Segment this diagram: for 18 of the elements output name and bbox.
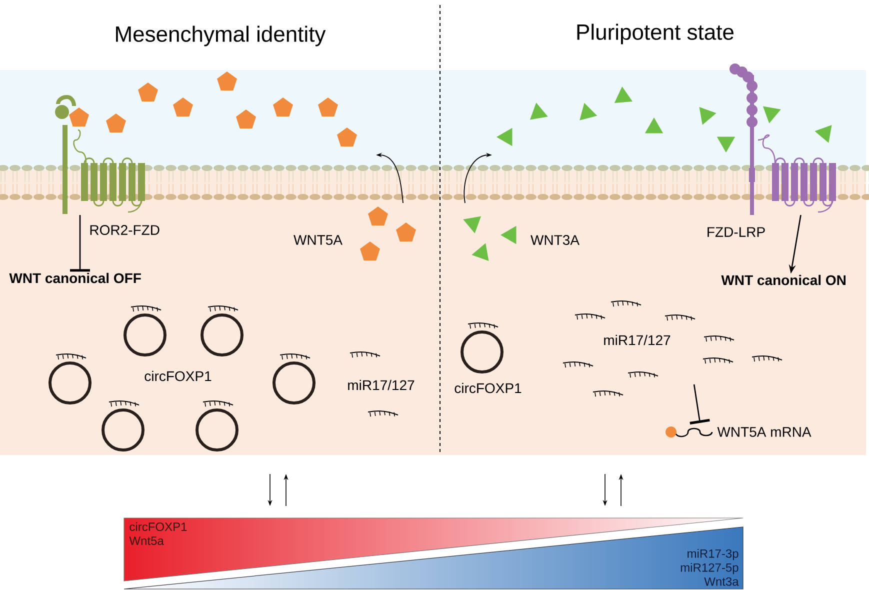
inhibition-line [690, 384, 710, 424]
label-text: circFOXP1 [144, 370, 212, 382]
label-text: ROR2-FZD [90, 225, 160, 235]
label-text: miR17/127 [604, 334, 670, 346]
wedge-text: circFOXP1 Wnt5a [129, 522, 187, 546]
wedge-text: miR17-3p miR127-5p Wnt3a [680, 549, 739, 586]
inhibition-line [70, 215, 90, 272]
panel-heading: Mesenchymal identity [116, 26, 326, 46]
label-text: miR17/127 [348, 380, 414, 390]
label-text: FZD-LRP [708, 227, 765, 237]
label-text: circFOXP1 [454, 382, 522, 394]
label-text: WNT canonical ON [721, 274, 846, 286]
mrna-drawing: WNT5A mRNA [666, 426, 812, 438]
panel-heading: Pluripotent state [577, 24, 734, 44]
label-text: WNT3A [530, 235, 580, 245]
label-text: WNT canonical OFF [9, 272, 141, 284]
node-label: WNT5A mRNA [717, 427, 812, 437]
label-text: WNT5A [294, 235, 342, 245]
